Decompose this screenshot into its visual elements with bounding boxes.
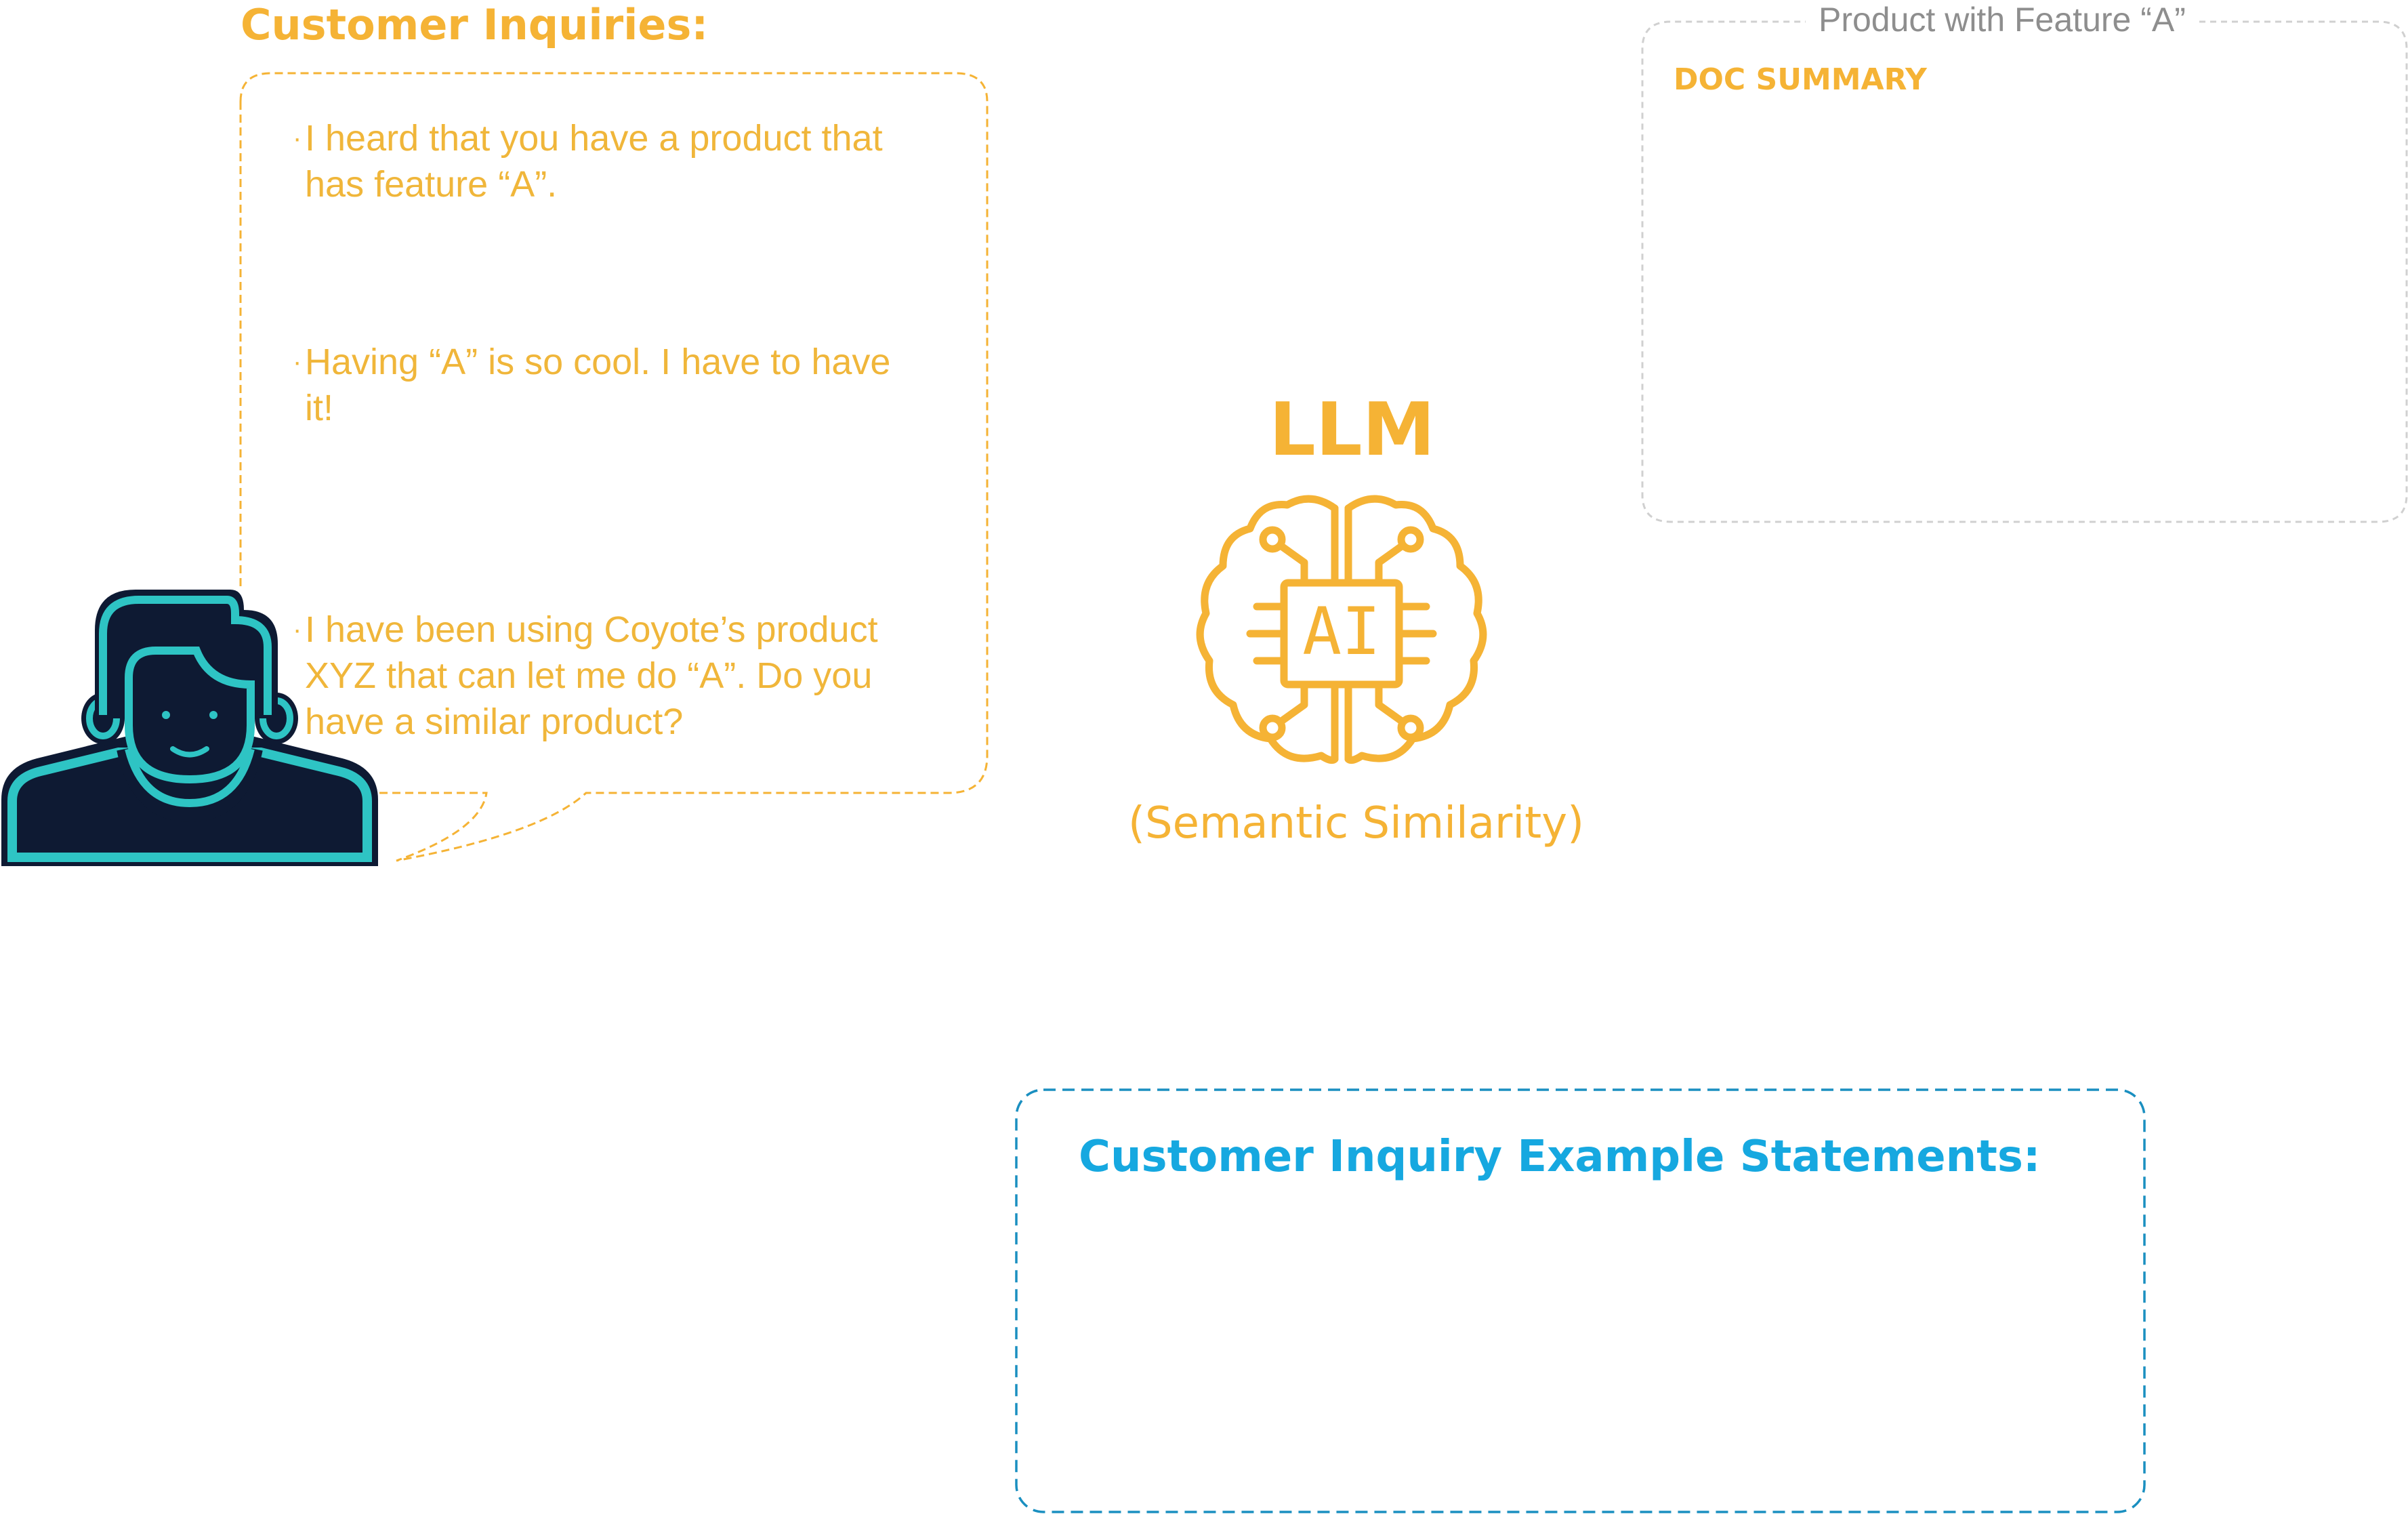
bullet: · [293, 123, 302, 153]
speech-bubble-outline [239, 72, 989, 862]
inquiry-item: · Having “A” is so cool. I have to have … [293, 339, 928, 431]
doc-summary-heading: DOC SUMMARY [1674, 62, 1927, 97]
inquiry-item: · I have been using Coyote’s product XYZ… [293, 607, 928, 745]
inquiries-title: Customer Inquiries: [241, 0, 709, 49]
chip-label: AI [1302, 594, 1381, 670]
product-box-outline [1641, 20, 2408, 523]
inquiry-text: I heard that you have a product that has… [305, 118, 883, 205]
brain-ai-chip-icon: AI [1196, 495, 1487, 764]
inquiry-item: · I heard that you have a product that h… [293, 115, 928, 207]
examples-box-outline [1015, 1088, 2146, 1513]
product-label: Product with Feature “A” [1809, 0, 2195, 39]
inquiry-text: Having “A” is so cool. I have to have it… [305, 342, 891, 428]
customer-avatar-icon [1, 590, 378, 866]
llm-subtitle: (Semantic Similarity) [1128, 798, 1585, 848]
bullet: · [293, 615, 302, 645]
llm-title: LLM [1269, 388, 1436, 472]
bullet: · [293, 347, 302, 377]
examples-title: Customer Inquiry Example Statements: [1079, 1132, 2041, 1182]
inquiry-text: I have been using Coyote’s product XYZ t… [305, 609, 878, 742]
